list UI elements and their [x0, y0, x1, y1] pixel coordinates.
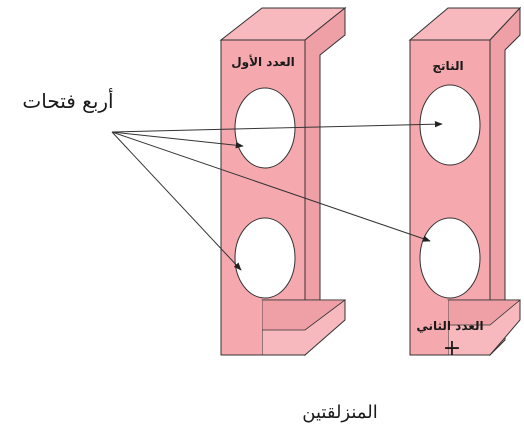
caption: المنزلقتين	[302, 402, 377, 423]
pointer-arrows	[111, 120, 443, 271]
right-slider: الناتج العدد الثاني +	[408, 6, 522, 361]
arrow-right-top	[111, 120, 443, 133]
right-slider-hole-top	[419, 84, 481, 166]
left-slider: العدد الأول	[219, 6, 347, 357]
label-second-number: العدد الثاني	[416, 319, 483, 333]
plus-sign: +	[443, 336, 461, 361]
right-slider-hole-bottom	[419, 217, 481, 299]
label-four-openings: أربع فتحات	[22, 88, 113, 113]
arrow-left-bottom	[111, 131, 242, 271]
left-slider-hole-bottom	[234, 217, 296, 299]
arrow-left-top	[111, 131, 244, 149]
label-result: الناتج	[432, 59, 463, 73]
label-first-number: العدد الأول	[231, 54, 295, 70]
arrow-right-bottom	[111, 131, 431, 242]
